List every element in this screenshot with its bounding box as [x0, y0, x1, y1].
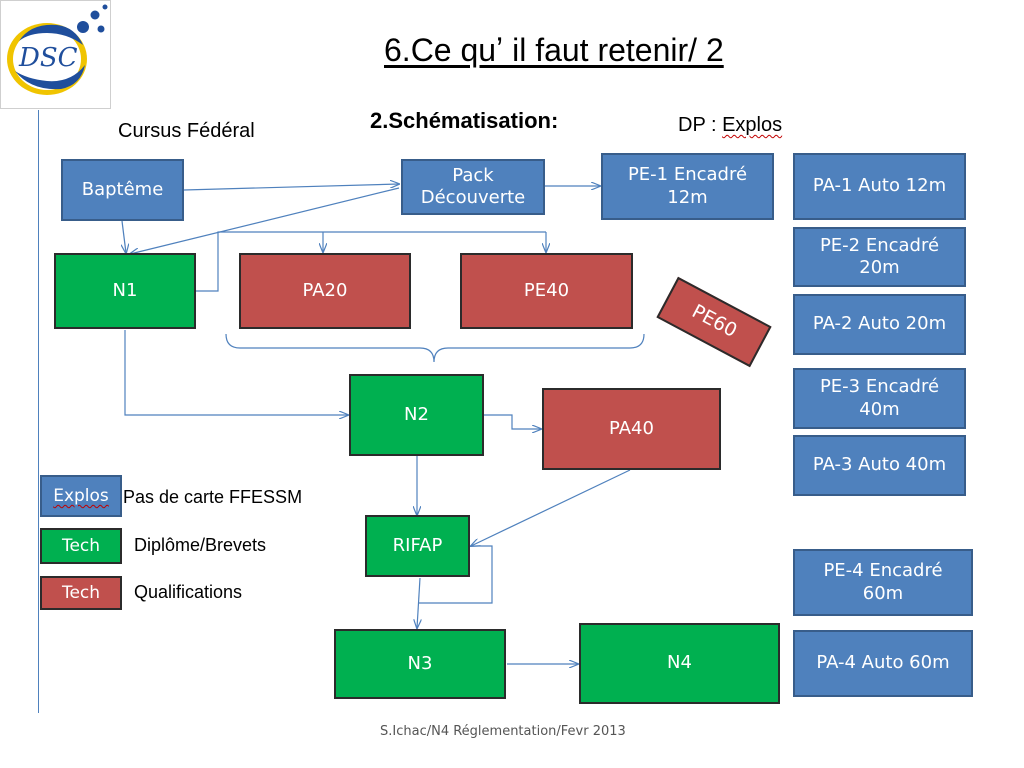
edge-rifap-loop [418, 545, 493, 604]
logo: DSC [0, 0, 111, 109]
edge-bapteme-pack [183, 184, 399, 191]
legend-text-diplome: Diplôme/Brevets [134, 535, 267, 555]
subtitle: 2.Schématisation: [370, 108, 559, 133]
node-pack-decouverte: Pack Découverte [401, 159, 545, 215]
right-pa1: PA-1 Auto 12m [793, 153, 966, 220]
node-pe40: PE40 [460, 253, 633, 329]
edge-n2-pa40 [484, 414, 541, 429]
logo-text: DSC [19, 43, 78, 73]
edge-n1-split [196, 231, 546, 292]
node-n3: N3 [334, 629, 506, 699]
node-rifap: RIFAP [365, 515, 470, 577]
right-header-prefix: DP : [678, 114, 723, 136]
edge-pa40-rifap [471, 469, 631, 546]
node-n4: N4 [579, 623, 780, 704]
edge-pack-n1 [130, 187, 400, 254]
legend-text-qualifications: Qualifications [134, 582, 243, 602]
edge-bapteme-n1 [122, 220, 126, 253]
legend-text-explos: Pas de carte FFESSM [123, 487, 303, 507]
page-title: 6.Ce quʼ il faut retenir/ 2 [384, 32, 724, 68]
right-pa4: PA-4 Auto 60m [793, 630, 973, 697]
footer: S.Ichac/N4 Réglementation/Fevr 2013 [380, 724, 626, 739]
right-pa2: PA-2 Auto 20m [793, 294, 966, 355]
node-pe1-encadre: PE-1 Encadré 12m [601, 153, 774, 220]
legend-box-tech-green: Tech [40, 528, 122, 564]
right-header-highlight: Explos [722, 114, 783, 136]
legend-box-explos-label: Explos [53, 486, 109, 506]
node-n1: N1 [54, 253, 196, 329]
right-pe2: PE-2 Encadré 20m [793, 227, 966, 287]
right-pe4: PE-4 Encadré 60m [793, 549, 973, 616]
node-n2: N2 [349, 374, 484, 456]
right-header: DP : Explos [678, 114, 782, 137]
bracket [225, 333, 645, 363]
right-pe3: PE-3 Encadré 40m [793, 368, 966, 429]
left-header: Cursus Fédéral [118, 120, 255, 142]
node-pa20: PA20 [239, 253, 411, 329]
legend-box-explos: Explos [40, 475, 122, 517]
logo-graphic [7, 4, 108, 95]
legend-box-tech-red: Tech [40, 576, 122, 610]
node-bapteme: Baptême [61, 159, 184, 221]
right-pa3: PA-3 Auto 40m [793, 435, 966, 496]
edge-n1-n2 [124, 330, 348, 415]
node-pa40: PA40 [542, 388, 721, 470]
left-rule [38, 110, 39, 713]
